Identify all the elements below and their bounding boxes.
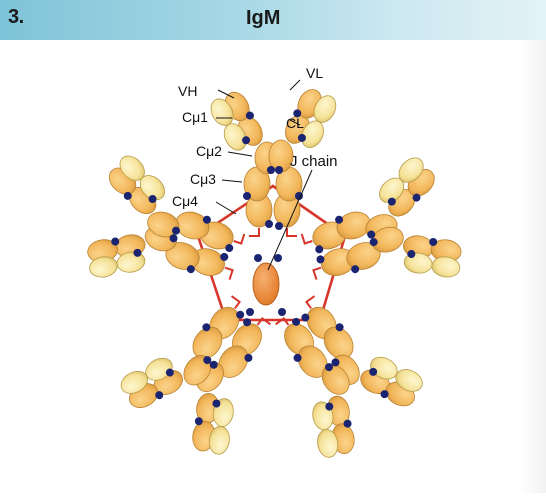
monomer-right xyxy=(289,147,474,321)
igm-pentamer-svg: VH VL Cμ1 CL Cμ2 Cμ3 Cμ4 J chain xyxy=(0,40,546,493)
label-jchain: J chain xyxy=(290,153,338,170)
igm-diagram: VH VL Cμ1 CL Cμ2 Cμ3 Cμ4 J chain xyxy=(0,40,546,493)
label-vh: VH xyxy=(178,83,197,99)
figure-number: 3. xyxy=(8,6,24,29)
j-chain xyxy=(253,263,279,305)
monomer-left xyxy=(72,146,257,320)
label-vl: VL xyxy=(306,65,323,81)
header-bar: 3. IgM xyxy=(0,0,546,40)
label-cmu4: Cμ4 xyxy=(172,193,198,209)
label-cmu2: Cμ2 xyxy=(196,143,222,159)
label-cl: CL xyxy=(286,115,304,131)
label-cmu1: Cμ1 xyxy=(182,109,208,125)
label-cmu3: Cμ3 xyxy=(190,171,216,187)
monomer-lower-left xyxy=(108,271,305,472)
figure-title: IgM xyxy=(246,7,280,30)
page-edge-shadow xyxy=(520,40,546,493)
